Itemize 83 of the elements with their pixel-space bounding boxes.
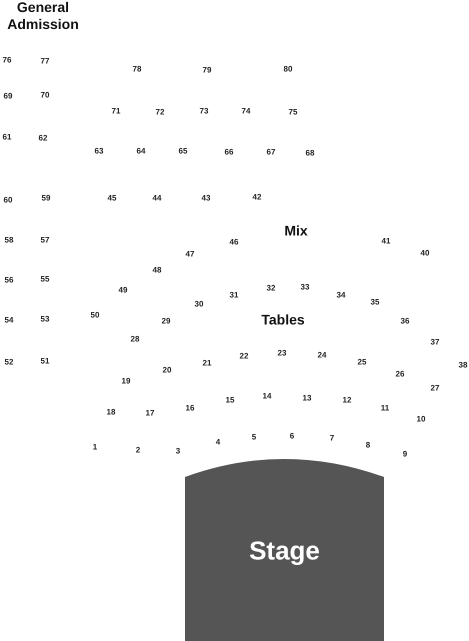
table-number: 65 — [178, 146, 188, 156]
table-number: 6 — [290, 432, 294, 440]
table-number: 60 — [4, 196, 12, 204]
table-number: 66 — [224, 148, 234, 156]
table-number: 10 — [416, 414, 426, 424]
table-number: 22 — [240, 352, 248, 360]
table-number: 12 — [342, 396, 352, 404]
table-number: 34 — [336, 290, 346, 300]
table-number: 27 — [430, 384, 440, 392]
table-number: 17 — [146, 408, 154, 418]
table-number: 80 — [284, 64, 292, 74]
table-number: 46 — [230, 238, 238, 246]
table-number: 63 — [94, 146, 104, 156]
table-number: 40 — [420, 248, 430, 258]
table-number: 2 — [136, 446, 140, 454]
table-number: 48 — [152, 266, 162, 274]
table-number: 23 — [278, 348, 286, 358]
table-number: 79 — [202, 66, 212, 74]
table-number: 59 — [42, 194, 50, 202]
table-number: 74 — [242, 106, 250, 116]
table-number: 69 — [4, 92, 12, 100]
table-number: 35 — [370, 298, 380, 306]
table-number: 42 — [252, 192, 262, 202]
table-number: 62 — [38, 134, 48, 142]
table-number: 58 — [4, 236, 14, 244]
table-number: 55 — [40, 274, 50, 284]
table-number: 77 — [40, 56, 50, 66]
stage-label: Stage — [249, 536, 320, 566]
table-number: 25 — [358, 358, 366, 366]
table-number: 70 — [40, 90, 50, 100]
table-number: 37 — [430, 338, 440, 346]
table-number: 71 — [112, 106, 120, 116]
table-number: 14 — [262, 392, 272, 400]
table-number: 67 — [266, 148, 276, 156]
table-number: 61 — [2, 132, 12, 142]
table-number: 43 — [202, 194, 210, 202]
table-number: 41 — [382, 236, 390, 246]
table-number: 47 — [186, 250, 194, 258]
section-heading: Tables — [261, 312, 305, 328]
table-number: 15 — [226, 396, 234, 404]
table-number: 45 — [108, 194, 116, 202]
table-number: 76 — [2, 56, 12, 64]
table-number: 3 — [176, 446, 180, 456]
table-number: 31 — [230, 290, 238, 300]
table-number: 36 — [400, 316, 410, 326]
table-number: 26 — [396, 370, 404, 378]
table-number: 78 — [132, 64, 142, 74]
table-number: 38 — [458, 360, 468, 370]
table-number: 30 — [194, 300, 204, 308]
section-heading: Mix — [284, 222, 308, 240]
table-number: 75 — [288, 108, 298, 116]
table-number: 21 — [202, 358, 212, 368]
table-number: 16 — [186, 404, 194, 412]
table-number: 73 — [200, 106, 208, 116]
table-number: 18 — [106, 408, 116, 416]
table-number: 29 — [162, 316, 170, 326]
table-number: 1 — [92, 442, 98, 452]
table-number: 33 — [300, 282, 310, 292]
table-number: 11 — [380, 404, 390, 412]
table-number: 7 — [330, 434, 334, 442]
table-number: 50 — [90, 310, 100, 320]
table-number: 4 — [216, 438, 220, 446]
table-number: 24 — [318, 350, 326, 360]
table-number: 64 — [136, 146, 146, 156]
table-number: 49 — [118, 286, 128, 294]
table-number: 57 — [40, 236, 50, 244]
table-number: 68 — [306, 148, 314, 158]
table-number: 5 — [252, 432, 256, 442]
section-heading: General Admission — [6, 0, 80, 33]
table-number: 13 — [302, 394, 312, 402]
table-number: 32 — [266, 284, 276, 292]
table-number: 28 — [130, 334, 140, 344]
table-number: 53 — [40, 314, 50, 324]
table-number: 9 — [402, 450, 408, 458]
table-number: 8 — [366, 440, 370, 450]
table-number: 19 — [122, 376, 130, 386]
table-number: 72 — [156, 108, 164, 116]
table-number: 44 — [152, 194, 162, 202]
table-number: 20 — [162, 366, 172, 374]
table-number: 51 — [40, 356, 50, 366]
table-number: 54 — [4, 316, 14, 324]
table-number: 56 — [4, 276, 14, 284]
table-number: 52 — [4, 358, 14, 366]
